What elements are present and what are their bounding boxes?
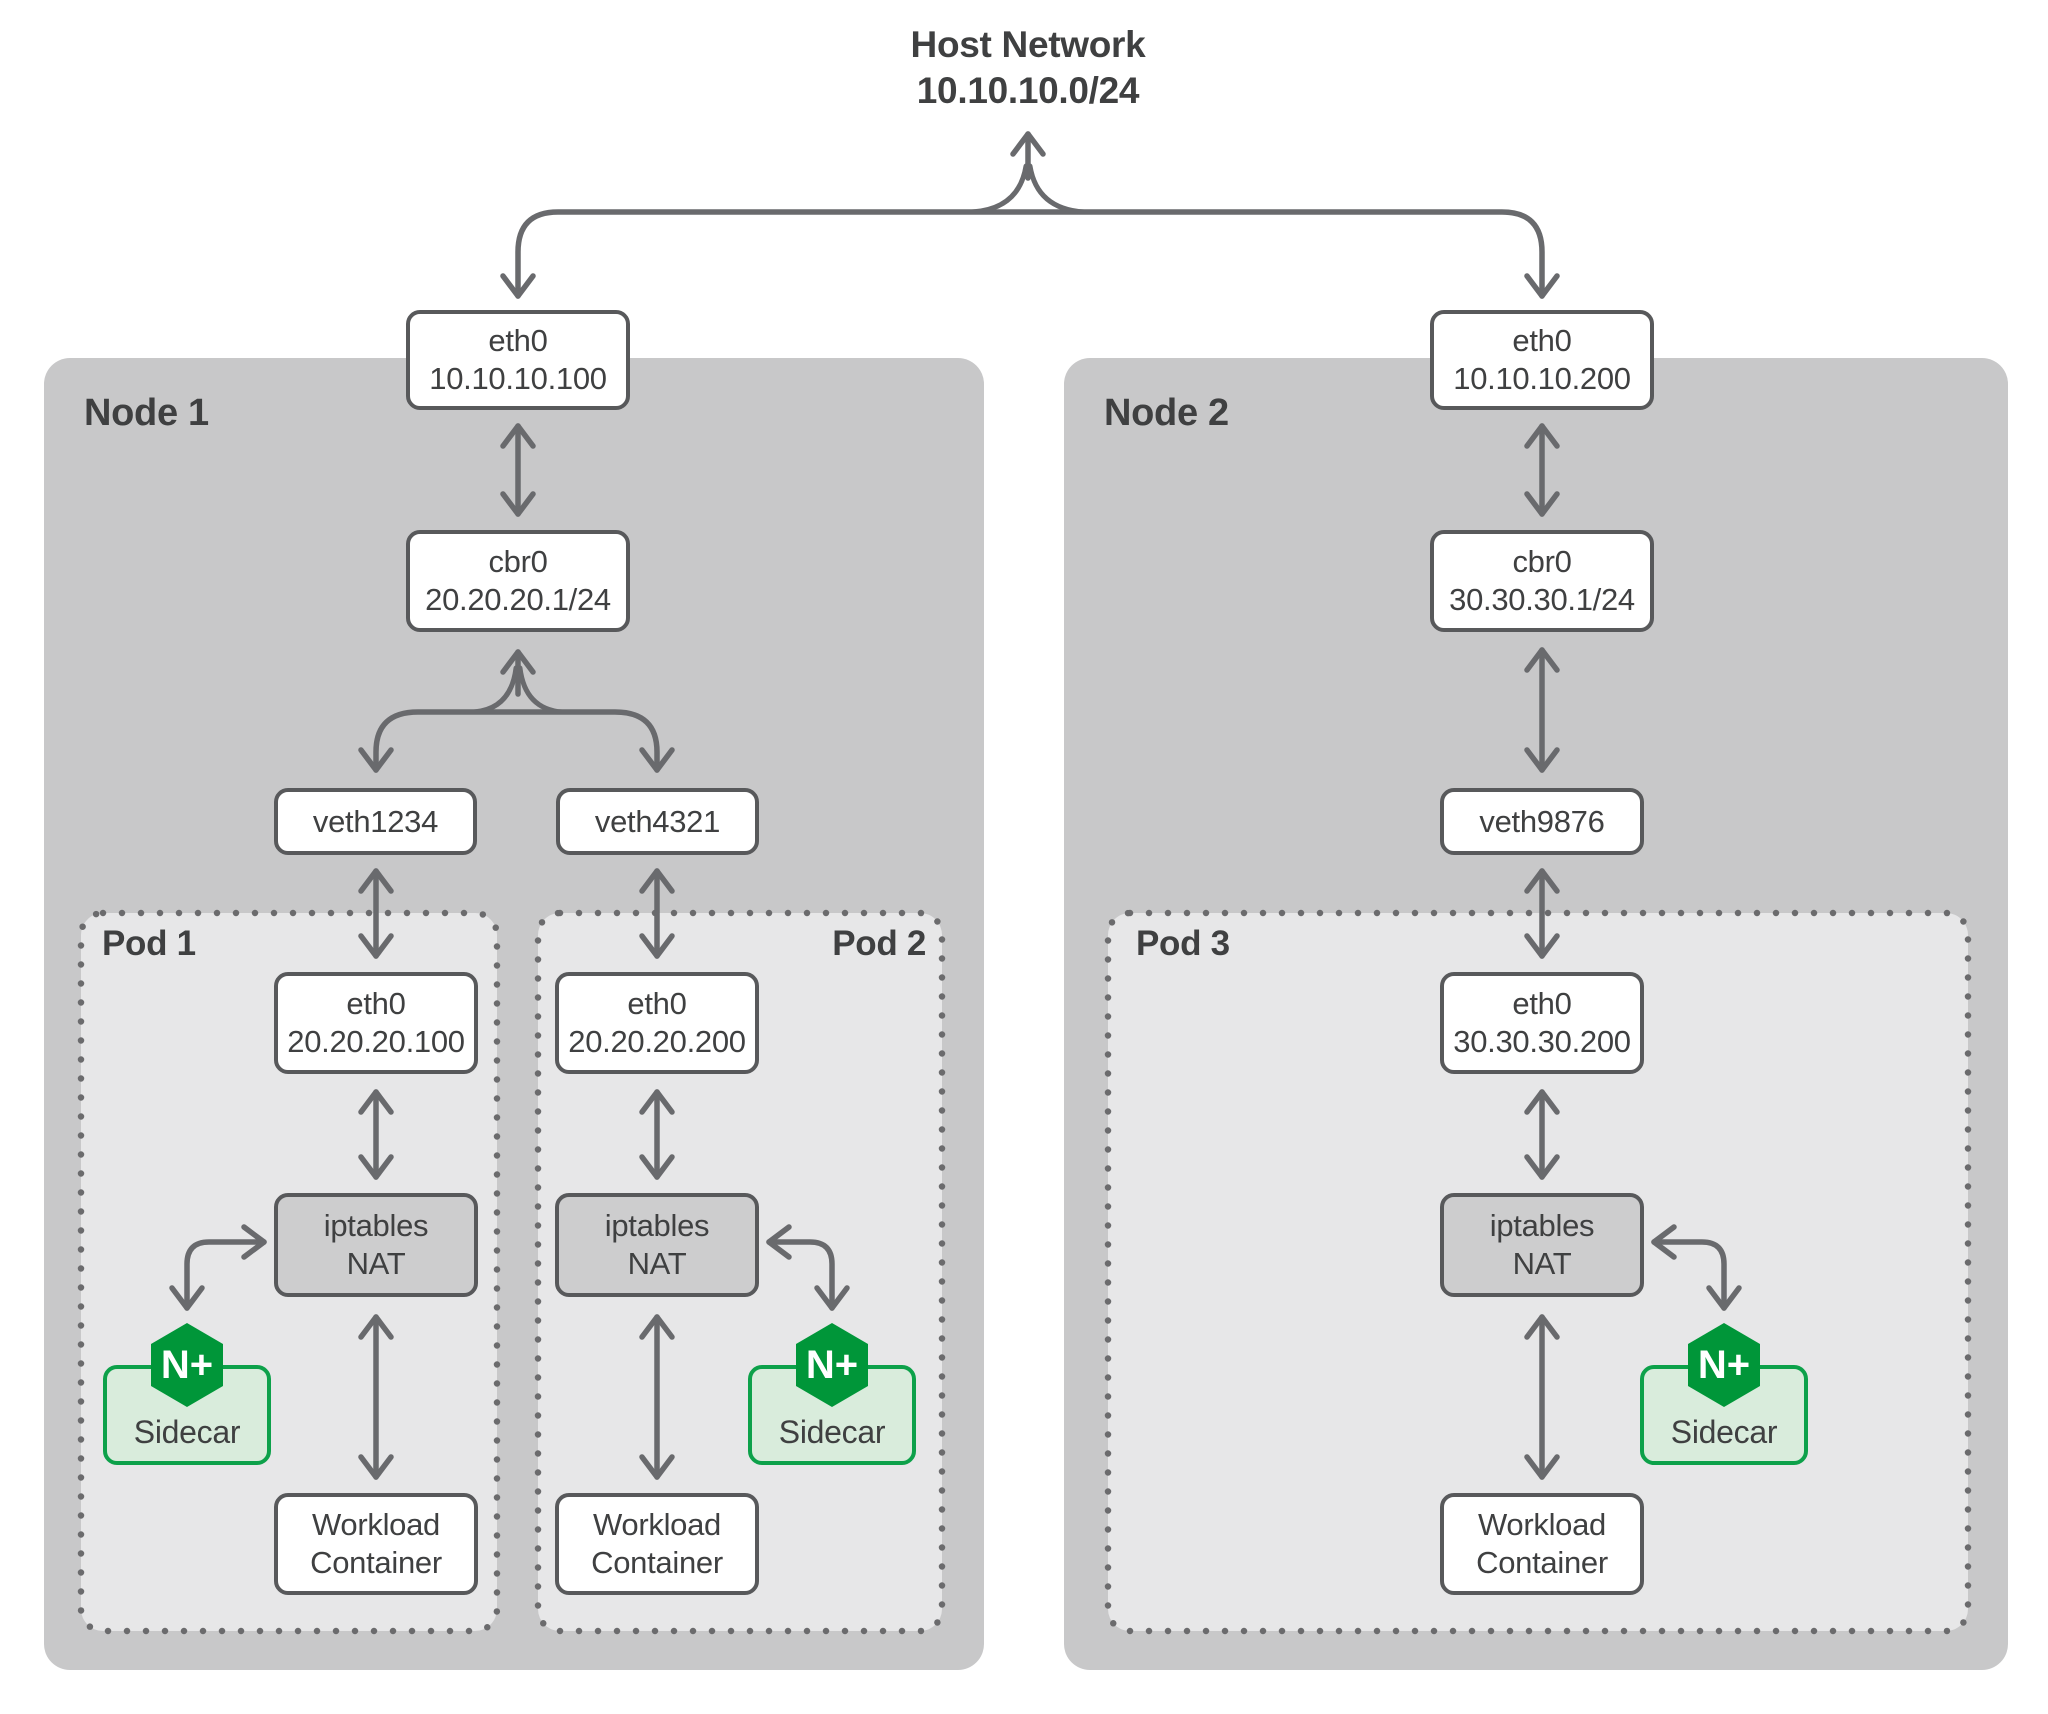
node1-veth4321-label: veth4321: [594, 803, 721, 839]
pod1-workload-line2: Container: [310, 1545, 442, 1580]
node1-veth1234-label: veth1234: [312, 803, 439, 839]
pod2-iptables-nat-box: iptables NAT: [555, 1193, 759, 1297]
pod1-nat-line1: iptables: [323, 1208, 429, 1243]
pod3-iptables-nat-box: iptables NAT: [1440, 1193, 1644, 1297]
pod1-label: Pod 1: [102, 924, 196, 963]
pod3-sidecar-label: Sidecar: [1670, 1414, 1778, 1450]
pod3-label: Pod 3: [1136, 924, 1230, 963]
host-fork-flare-left: [969, 163, 1029, 215]
pod1-eth0-name: eth0: [346, 986, 406, 1021]
host-network-subnet: 10.10.10.0/24: [916, 70, 1140, 111]
pod1-iptables-nat-box: iptables NAT: [274, 1193, 478, 1297]
node2-eth0-box: eth0 10.10.10.200: [1430, 310, 1654, 410]
host-fork-line: [500, 209, 1560, 299]
pod3-workload-box: Workload Container: [1440, 1493, 1644, 1595]
pod3-hexagon-icon: [1688, 1323, 1760, 1407]
pod2-sidecar-box: Sidecar: [748, 1365, 916, 1465]
p3-sidecar-nat-arrow: [1651, 1224, 1742, 1311]
node1-eth0-box: eth0 10.10.10.100: [406, 310, 630, 410]
pod1-sidecar-label: Sidecar: [133, 1414, 241, 1450]
pod2-eth0-name: eth0: [627, 986, 687, 1021]
pod3-badge-text: N+: [1697, 1342, 1751, 1387]
p1-sidecar-nat-arrow: [169, 1224, 267, 1311]
pod1-eth0-box: eth0 20.20.20.100: [274, 972, 478, 1074]
pod3-nginx-plus-icon: N+: [1686, 1321, 1762, 1409]
node2-cbr0-name: cbr0: [1512, 544, 1572, 579]
pod2-hexagon-icon: [796, 1323, 868, 1407]
pod3-eth0-box: eth0 30.30.30.200: [1440, 972, 1644, 1074]
pod2-workload-line2: Container: [591, 1545, 723, 1580]
pod3-nat-line1: iptables: [1489, 1208, 1595, 1243]
pod1-workload-box: Workload Container: [274, 1493, 478, 1595]
pod3-workload-line1: Workload: [1478, 1507, 1606, 1542]
node2-eth0-name: eth0: [1512, 323, 1572, 358]
pod1-eth0-ip: 20.20.20.100: [287, 1024, 465, 1059]
p2-sidecar-nat-arrow: [766, 1224, 850, 1311]
pod1-nginx-plus-icon: N+: [149, 1321, 225, 1409]
node2-veth9876-label: veth9876: [1479, 803, 1605, 839]
pod3-nat-line2: NAT: [1512, 1246, 1572, 1281]
node1-cbr0-name: cbr0: [488, 544, 548, 579]
pod2-workload-line1: Workload: [593, 1507, 721, 1542]
pod2-sidecar-label: Sidecar: [778, 1414, 886, 1450]
pod2-nat-line2: NAT: [627, 1246, 687, 1281]
pod2-nat-line1: iptables: [604, 1208, 710, 1243]
host-network-title: Host Network 10.10.10.0/24: [728, 22, 1328, 114]
pod2-eth0-ip: 20.20.20.200: [568, 1024, 746, 1059]
pod3-workload-line2: Container: [1476, 1545, 1608, 1580]
cbr0-fork-branches: [358, 709, 675, 773]
host-network-name: Host Network: [910, 24, 1146, 65]
pod3-eth0-ip: 30.30.30.200: [1453, 1024, 1631, 1059]
pod2-badge-text: N+: [805, 1342, 859, 1387]
pod2-nginx-plus-icon: N+: [794, 1321, 870, 1409]
host-fork-flare-right: [1027, 163, 1087, 215]
node2-cbr0-ip: 30.30.30.1/24: [1449, 582, 1635, 617]
node1-cbr0-box: cbr0 20.20.20.1/24: [406, 530, 630, 632]
pod2-eth0-box: eth0 20.20.20.200: [555, 972, 759, 1074]
node1-veth4321-box: veth4321: [556, 788, 759, 855]
node1-cbr0-ip: 20.20.20.1/24: [425, 582, 611, 617]
pod2-label: Pod 2: [832, 924, 926, 963]
node1-eth0-ip: 10.10.10.100: [429, 361, 607, 396]
pod1-hexagon-icon: [151, 1323, 223, 1407]
node1-label: Node 1: [84, 392, 209, 434]
node1-veth1234-box: veth1234: [274, 788, 477, 855]
node2-eth0-ip: 10.10.10.200: [1453, 361, 1631, 396]
node2-veth9876-box: veth9876: [1440, 788, 1644, 855]
pod1-workload-line1: Workload: [312, 1507, 440, 1542]
pod1-nat-line2: NAT: [346, 1246, 406, 1281]
pod1-badge-text: N+: [160, 1342, 214, 1387]
node2-label: Node 2: [1104, 392, 1229, 434]
pod3-eth0-name: eth0: [1512, 986, 1572, 1021]
pod2-workload-box: Workload Container: [555, 1493, 759, 1595]
node1-eth0-name: eth0: [488, 323, 548, 358]
node2-cbr0-box: cbr0 30.30.30.1/24: [1430, 530, 1654, 632]
